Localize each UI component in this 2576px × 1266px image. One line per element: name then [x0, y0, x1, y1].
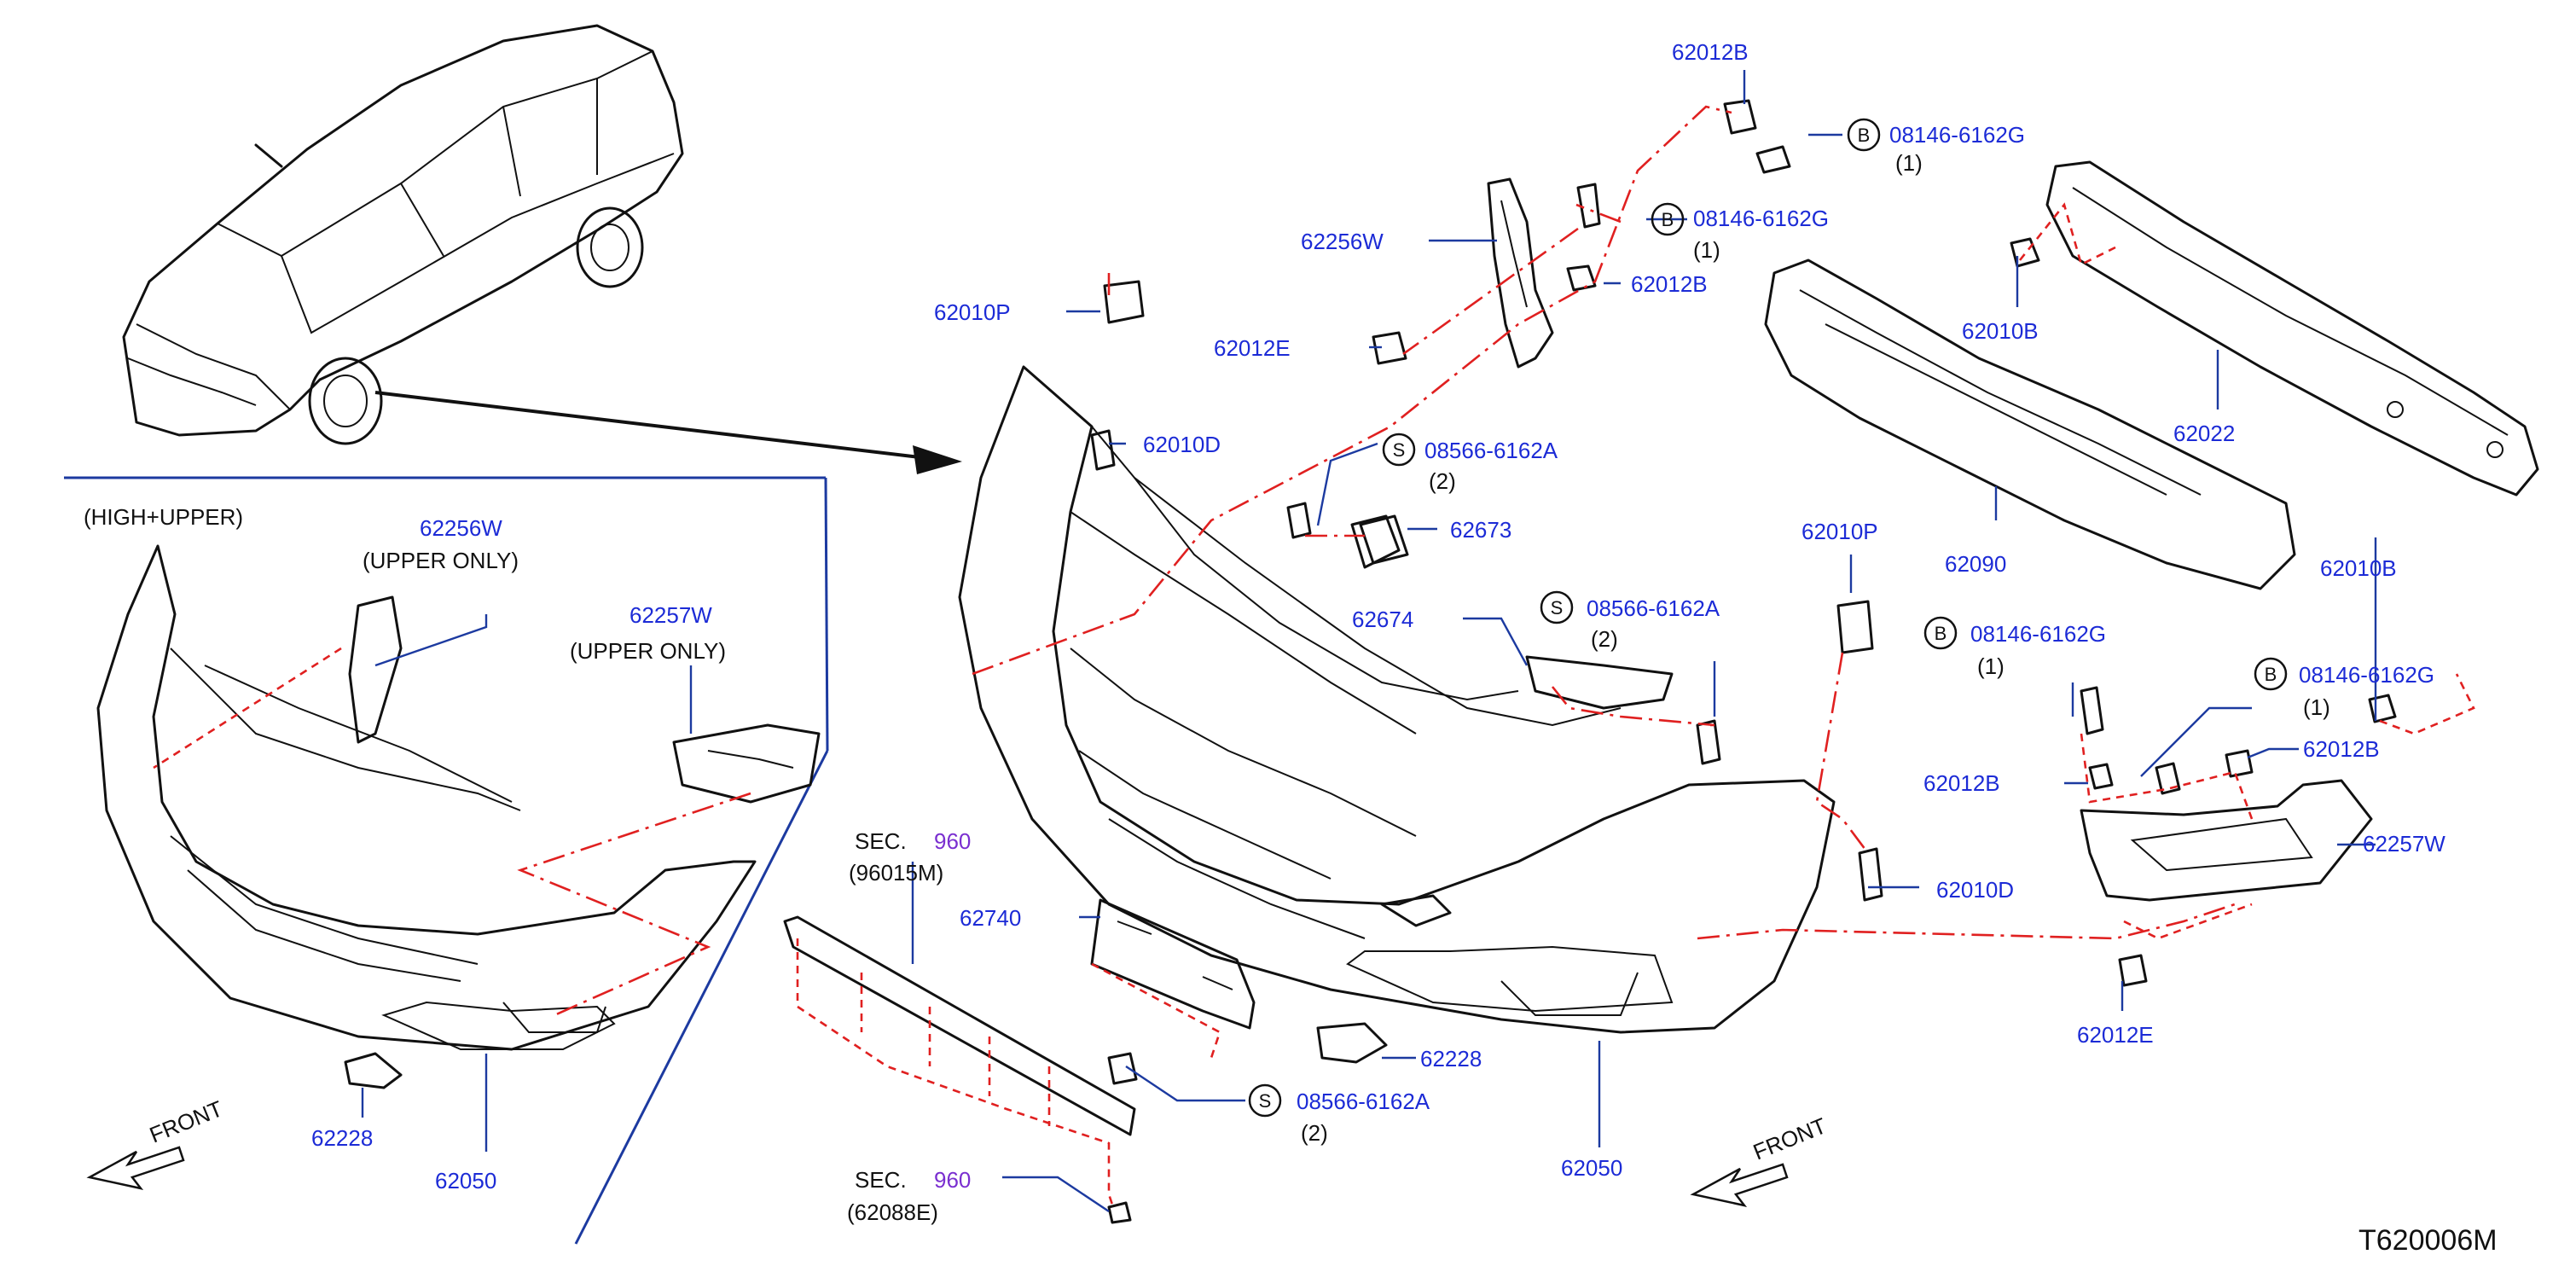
qty-08566-3: (2) — [1301, 1120, 1328, 1146]
label-62012B-right: 62012B — [2303, 736, 2380, 762]
part-62257W-garnish — [2080, 779, 2373, 902]
label-08146-6162G-1: 08146-6162G — [1889, 122, 2025, 148]
label-62228-main: 62228 — [1420, 1046, 1482, 1071]
marker-s-3: S — [1259, 1090, 1272, 1112]
sec-number-2: 960 — [934, 1167, 971, 1193]
qty-08566-2: (2) — [1591, 626, 1618, 652]
front-indicator-left: FRONT — [86, 1095, 226, 1190]
label-62673: 62673 — [1450, 517, 1511, 543]
label-62256W-inset: 62256W — [420, 515, 502, 541]
label-62257W-inset: 62257W — [629, 602, 712, 628]
qty-08146-3: (1) — [1977, 653, 2005, 679]
label-variant-note: (HIGH+UPPER) — [84, 504, 243, 530]
label-62012E-top: 62012E — [1214, 335, 1291, 361]
label-62022: 62022 — [2173, 421, 2235, 446]
sec-label-2: SEC. — [855, 1167, 907, 1193]
label-62010D-right: 62010D — [1936, 877, 2014, 903]
label-62050-inset: 62050 — [435, 1168, 496, 1193]
part-96015M-bracket — [783, 915, 1136, 1136]
part-62090-absorber — [1764, 258, 2296, 590]
vehicle-illustration — [122, 24, 684, 445]
label-62010B-top: 62010B — [1962, 318, 2039, 344]
part-62022-reinforcement — [2045, 160, 2539, 497]
label-62010B-right: 62010B — [2320, 555, 2397, 581]
marker-s-1: S — [1393, 439, 1406, 461]
circle-b-1 — [1847, 118, 1881, 152]
part-62673-bracket — [1350, 514, 1401, 569]
marker-b-4: B — [2265, 664, 2277, 685]
qty-08146-4: (1) — [2303, 694, 2330, 720]
label-62012E-bottom: 62012E — [2077, 1022, 2154, 1048]
label-62090: 62090 — [1945, 551, 2006, 577]
label-62740: 62740 — [960, 905, 1021, 931]
sec-ref-62088E: (62088E) — [847, 1199, 938, 1225]
qty-08566-1: (2) — [1429, 468, 1456, 494]
sec-label-1: SEC. — [855, 828, 907, 854]
marker-b-1: B — [1858, 125, 1871, 146]
part-62740-license-bracket — [1090, 898, 1256, 1030]
marker-s-2: S — [1551, 597, 1564, 618]
front-indicator-right: FRONT — [1690, 1112, 1830, 1207]
part-62256W-bracket — [1487, 177, 1554, 369]
diagram-id: T620006M — [2358, 1224, 2498, 1257]
part-labels: 62012B 08146-6162G (1) 08146-6162G (1) 6… — [84, 39, 2498, 1257]
label-62257W-right: 62257W — [2363, 831, 2445, 857]
label-62010D-left: 62010D — [1143, 432, 1221, 457]
label-08146-6162G-4: 08146-6162G — [2299, 662, 2434, 688]
connection-lines — [796, 105, 2475, 1208]
sec-ref-96015M: (96015M) — [849, 860, 943, 886]
label-62010P-left: 62010P — [934, 299, 1011, 325]
label-62012B-mid: 62012B — [1631, 271, 1708, 297]
label-62010P-right: 62010P — [1801, 519, 1878, 544]
fastener-type-markers: B B S S B B S — [1248, 118, 2288, 1118]
marker-b-2: B — [1662, 209, 1674, 230]
front-label-right: FRONT — [1749, 1112, 1830, 1164]
front-label-left: FRONT — [146, 1095, 226, 1147]
label-62050-main: 62050 — [1561, 1155, 1622, 1181]
part-62228-cap — [1316, 1022, 1388, 1064]
marker-b-3: B — [1935, 623, 1947, 644]
leader-lines — [361, 70, 2377, 1212]
label-62674: 62674 — [1352, 607, 1413, 632]
pointer-arrow — [374, 391, 962, 474]
label-62012B-top: 62012B — [1672, 39, 1749, 65]
fasteners — [1090, 99, 2397, 1224]
label-08146-6162G-3: 08146-6162G — [1970, 621, 2106, 647]
main-bumper-assembly — [958, 365, 1836, 1034]
sec-number-1: 960 — [934, 828, 971, 854]
label-upper-only-1: (UPPER ONLY) — [363, 548, 519, 573]
inset-frame — [64, 476, 829, 1245]
part-62674-bracket — [1525, 655, 1674, 710]
label-62012B-lower: 62012B — [1923, 770, 2000, 796]
label-62256W: 62256W — [1301, 229, 1384, 254]
qty-08146-2: (1) — [1693, 237, 1720, 263]
qty-08146-1: (1) — [1895, 150, 1923, 176]
label-08566-6162A-1: 08566-6162A — [1424, 438, 1558, 463]
label-08566-6162A-3: 08566-6162A — [1297, 1089, 1430, 1114]
label-08146-6162G-2: 08146-6162G — [1693, 206, 1829, 231]
label-62228-inset: 62228 — [311, 1125, 373, 1151]
label-upper-only-2: (UPPER ONLY) — [570, 638, 726, 664]
inset-bumper-assembly — [96, 544, 821, 1089]
label-08566-6162A-2: 08566-6162A — [1587, 595, 1720, 621]
